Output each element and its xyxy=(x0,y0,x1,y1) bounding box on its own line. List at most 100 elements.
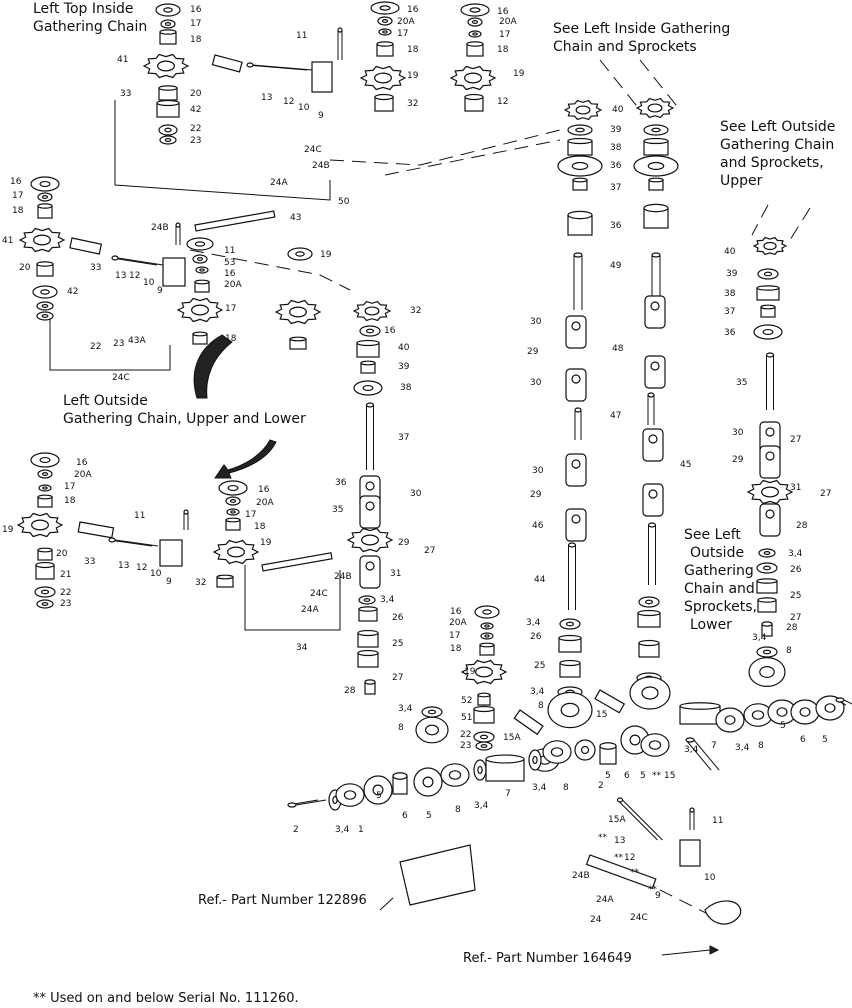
callout-number: 20A xyxy=(449,618,467,628)
sprocket-hub xyxy=(191,304,209,316)
callout-number: 36 xyxy=(610,221,622,231)
link-bar-part xyxy=(162,257,186,287)
caption-see-left-inside: See Left Inside Gathering Chain and Spro… xyxy=(553,21,731,55)
bushing-top xyxy=(756,578,778,584)
shaft-edge-b xyxy=(117,257,164,266)
callout-number: 12 xyxy=(283,97,294,107)
washer-part xyxy=(557,155,603,177)
bevel-gear-part xyxy=(440,763,470,787)
callout-number: 5 xyxy=(780,721,786,731)
washer-hole xyxy=(164,22,172,27)
callout-number: 23 xyxy=(190,136,201,146)
u-joint-yoke xyxy=(359,495,381,529)
curved-arrow-upper xyxy=(193,334,233,399)
bushing-part xyxy=(374,93,394,112)
washer-part xyxy=(528,749,542,771)
callout-number: 18 xyxy=(190,35,202,45)
callout-number: ** xyxy=(652,771,662,781)
callout-number: 20A xyxy=(224,280,242,290)
shaft-edge-b xyxy=(295,799,327,806)
callout-number: 53 xyxy=(224,258,235,268)
washer-part xyxy=(37,469,53,479)
shaft-part xyxy=(616,797,663,841)
bushing-top xyxy=(599,742,617,750)
shaft-part xyxy=(647,522,657,585)
sprocket-hub xyxy=(289,306,307,318)
parts-layer xyxy=(16,1,852,925)
callout-number: 37 xyxy=(724,307,735,317)
callout-number: 3,4 xyxy=(335,825,350,835)
callout-number: 48 xyxy=(612,344,624,354)
bushing-part xyxy=(756,578,778,594)
callout-number: 16 xyxy=(190,5,202,15)
callout-number: 24C xyxy=(310,589,328,599)
bushing-part xyxy=(477,692,491,706)
gear-hub xyxy=(759,665,775,678)
bushing-top xyxy=(156,99,180,107)
sprocket-hub xyxy=(374,72,392,84)
washer-hole xyxy=(472,32,478,36)
shaft-edge-a xyxy=(111,257,158,266)
callout-number: 19 xyxy=(407,71,419,81)
callout-number: 9 xyxy=(318,111,324,121)
callout-number: 20 xyxy=(19,263,31,273)
callout-number: 18 xyxy=(497,45,509,55)
washer-hole xyxy=(382,30,388,34)
washer-part xyxy=(195,266,209,274)
washer-part xyxy=(715,707,745,733)
callout-number: 11 xyxy=(296,31,307,41)
washer-part xyxy=(643,124,669,136)
sprocket-part xyxy=(752,236,788,256)
washer-part xyxy=(30,452,60,468)
shaft-end xyxy=(765,352,775,358)
bushing-part xyxy=(479,642,495,656)
bushing-top xyxy=(559,659,581,667)
callout-number: 37 xyxy=(398,433,409,443)
bushing-part xyxy=(637,609,661,628)
callout-number: 35 xyxy=(736,378,747,388)
link-bar-part xyxy=(585,854,657,890)
callout-number: 13 xyxy=(614,836,625,846)
yoke-hole xyxy=(650,301,660,311)
callout-number: 5 xyxy=(605,771,611,781)
callout-number: 16 xyxy=(384,326,396,336)
caption-left-top-inside: Left Top Inside Gathering Chain xyxy=(33,1,148,35)
callout-number: 9 xyxy=(655,891,661,901)
bushing-top xyxy=(159,29,177,35)
shaft-end xyxy=(183,509,189,515)
callout-number: 44 xyxy=(534,575,546,585)
washer-part xyxy=(757,268,779,280)
shaft-part xyxy=(287,799,327,808)
link-bar-part xyxy=(211,54,243,73)
callout-number: 24B xyxy=(312,161,330,171)
washer-part xyxy=(633,155,679,177)
washer-hole xyxy=(42,486,48,490)
gear-hub xyxy=(425,724,440,736)
bushing-top xyxy=(376,41,394,47)
callout-number: 28 xyxy=(344,686,356,696)
yoke-hole xyxy=(765,427,775,437)
gear-hub xyxy=(641,686,659,700)
callout-number: 10 xyxy=(298,103,310,113)
callout-number: 12 xyxy=(129,271,140,281)
callout-number: 11 xyxy=(134,511,145,521)
u-joint-yoke xyxy=(359,555,381,589)
yoke-body xyxy=(759,503,781,537)
washer-hole xyxy=(365,328,375,334)
bushing-part xyxy=(225,517,241,531)
u-joint-yoke xyxy=(565,453,587,487)
shaft-edge-b xyxy=(693,739,720,771)
sprocket-hub xyxy=(364,306,380,316)
sprocket-hub xyxy=(157,60,175,72)
washer-hole xyxy=(651,127,661,133)
callout-number: 33 xyxy=(120,89,131,99)
yoke-body xyxy=(642,428,664,462)
bushing-top xyxy=(194,279,210,285)
washer-hole xyxy=(164,127,172,133)
callout-number: 5 xyxy=(822,735,828,745)
link-bar-part xyxy=(311,61,333,93)
callout-number: 20 xyxy=(190,89,202,99)
washer-hole xyxy=(194,241,206,247)
callout-number: 51 xyxy=(461,713,472,723)
